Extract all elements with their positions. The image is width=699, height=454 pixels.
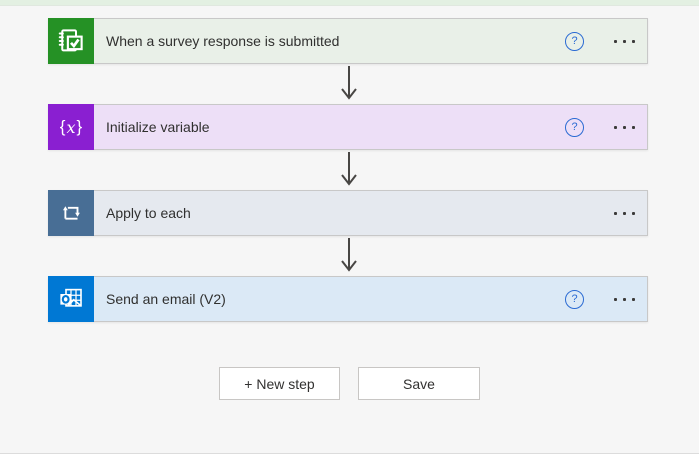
connector-arrow-icon <box>341 66 357 100</box>
step-title: Initialize variable <box>106 119 210 135</box>
help-icon[interactable]: ? <box>565 117 584 137</box>
header-edge-strip <box>0 0 699 6</box>
save-button[interactable]: Save <box>358 367 480 400</box>
step-title: When a survey response is submitted <box>106 33 340 49</box>
trigger-card-survey-response[interactable]: When a survey response is submitted ? <box>48 18 648 64</box>
action-card-apply-to-each[interactable]: Apply to each <box>48 190 648 236</box>
step-title: Apply to each <box>106 205 191 221</box>
variable-icon: {x} <box>48 104 94 150</box>
help-icon[interactable]: ? <box>565 289 584 309</box>
action-card-send-email[interactable]: Send an email (V2) ? <box>48 276 648 322</box>
ellipsis-menu-button[interactable] <box>612 121 637 134</box>
ellipsis-menu-button[interactable] <box>612 35 637 48</box>
ellipsis-menu-button[interactable] <box>612 207 637 220</box>
connector-arrow-icon <box>341 152 357 186</box>
survey-icon <box>48 18 94 64</box>
step-title: Send an email (V2) <box>106 291 226 307</box>
loop-icon <box>48 190 94 236</box>
action-card-initialize-variable[interactable]: {x} Initialize variable ? <box>48 104 648 150</box>
help-icon[interactable]: ? <box>565 31 584 51</box>
new-step-button[interactable]: + New step <box>219 367 340 400</box>
connector-arrow-icon <box>341 238 357 272</box>
outlook-icon <box>48 276 94 322</box>
ellipsis-menu-button[interactable] <box>612 293 637 306</box>
